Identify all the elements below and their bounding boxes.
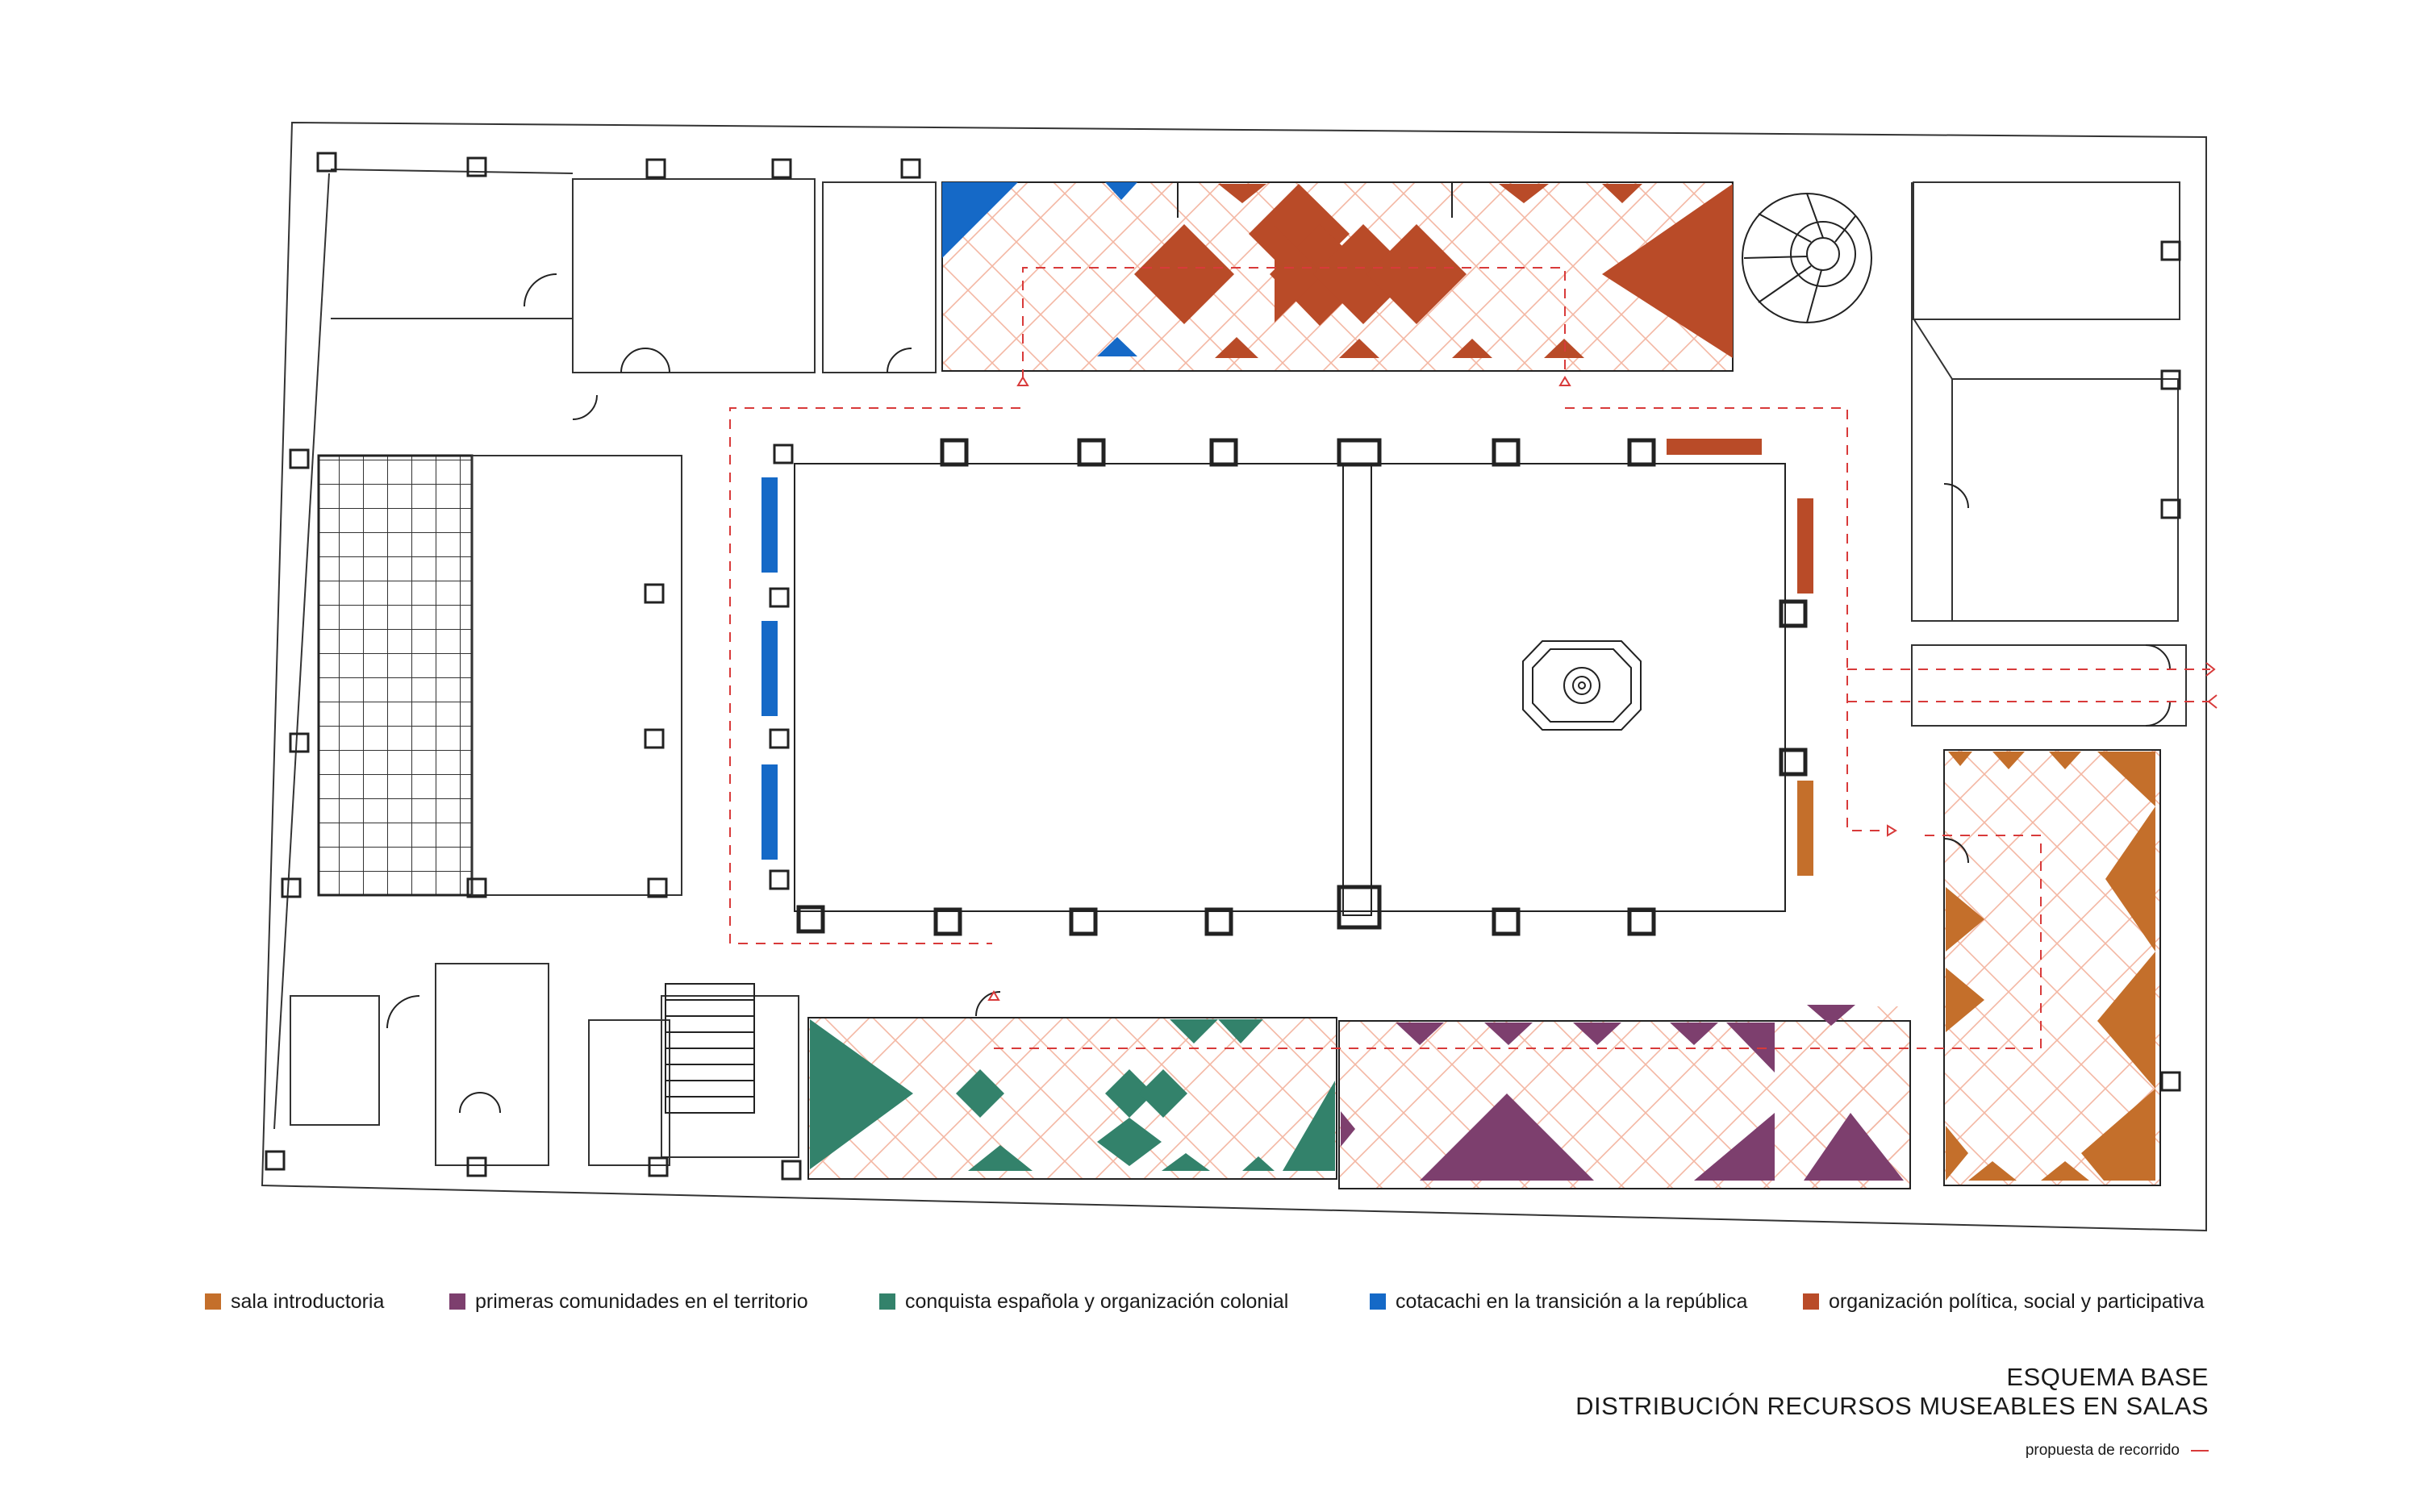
legend-swatch bbox=[205, 1293, 221, 1310]
fountain bbox=[1522, 640, 1642, 731]
route-legend: propuesta de recorrido bbox=[2026, 1442, 2209, 1460]
title-block: ESQUEMA BASE DISTRIBUCIÓN RECURSOS MUSEA… bbox=[1575, 1363, 2209, 1421]
legend-item-primeras-comunidades: primeras comunidades en el territorio bbox=[449, 1287, 808, 1316]
legend-label: conquista española y organización coloni… bbox=[905, 1289, 1289, 1313]
pillars bbox=[265, 152, 2181, 1181]
room-north bbox=[941, 181, 1734, 372]
legend-swatch bbox=[1803, 1293, 1819, 1310]
legend-item-organizacion-politica: organización política, social y particip… bbox=[1803, 1287, 2205, 1316]
spiral-staircase bbox=[1742, 193, 1872, 323]
legend-item-conquista-espanola: conquista española y organización coloni… bbox=[879, 1287, 1288, 1316]
legend-label: primeras comunidades en el territorio bbox=[475, 1289, 808, 1313]
staircase-grid bbox=[317, 454, 474, 897]
title-line-1: ESQUEMA BASE bbox=[2006, 1363, 2209, 1391]
room-east bbox=[1943, 749, 2161, 1186]
room-southwest bbox=[807, 1017, 1337, 1180]
legend: sala introductoria primeras comunidades … bbox=[0, 1287, 2420, 1319]
route-arrows bbox=[987, 376, 2218, 1001]
legend-label: sala introductoria bbox=[231, 1289, 385, 1313]
route-legend-label: propuesta de recorrido bbox=[2025, 1442, 2180, 1459]
route-legend-dash bbox=[2191, 1450, 2209, 1452]
legend-swatch bbox=[1370, 1293, 1386, 1310]
title-line-2: DISTRIBUCIÓN RECURSOS MUSEABLES EN SALAS bbox=[1575, 1392, 2209, 1420]
legend-label: cotacachi en la transición a la repúblic… bbox=[1396, 1289, 1748, 1313]
exhibit-panels bbox=[761, 439, 1813, 876]
site-boundary bbox=[261, 121, 2207, 1232]
legend-swatch bbox=[879, 1293, 895, 1310]
straight-staircase bbox=[665, 983, 755, 1114]
legend-item-sala-introductoria: sala introductoria bbox=[205, 1287, 384, 1316]
courtyard bbox=[794, 438, 1808, 936]
room-southeast bbox=[1338, 1005, 1911, 1189]
proposed-route bbox=[729, 267, 2210, 1049]
legend-item-cotacachi-transicion: cotacachi en la transición a la repúblic… bbox=[1370, 1287, 1747, 1316]
door-swings bbox=[386, 273, 2171, 1114]
interior-walls bbox=[290, 169, 2187, 1166]
exhibit-lattice bbox=[808, 182, 2160, 1189]
legend-label: organización política, social y particip… bbox=[1829, 1289, 2205, 1313]
inner-wall-west bbox=[273, 173, 330, 1130]
legend-swatch bbox=[449, 1293, 465, 1310]
